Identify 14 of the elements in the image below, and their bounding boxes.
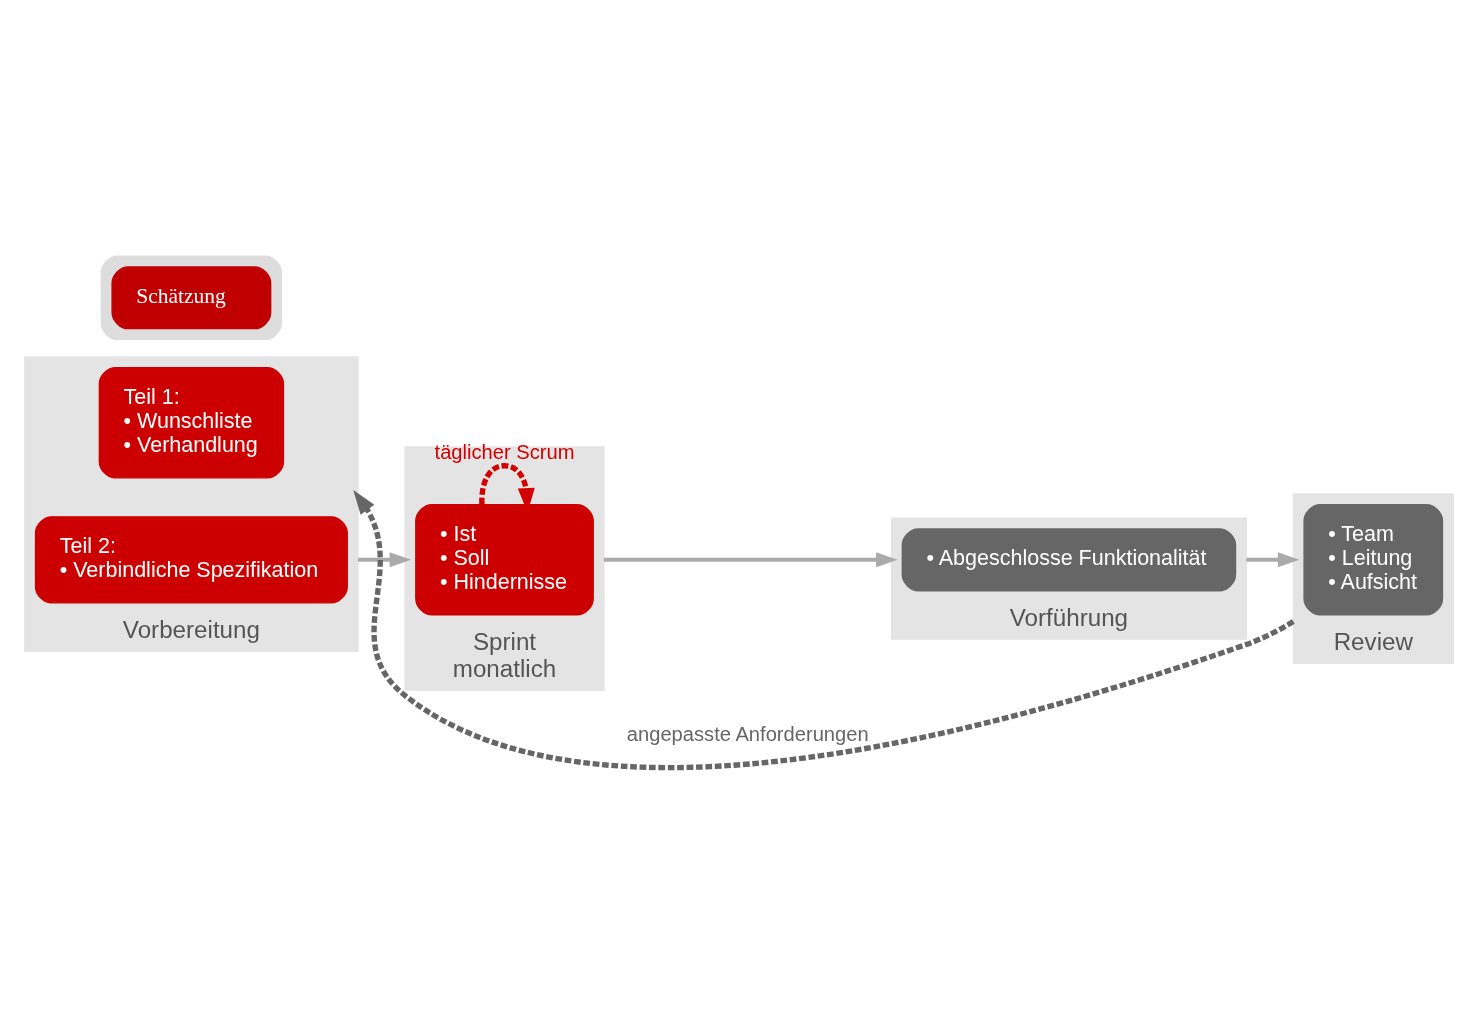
arrow (358, 552, 412, 568)
arrow (603, 552, 898, 568)
arrow (353, 490, 1295, 771)
node-box: Teil 2: • Verbindliche Spezifikation (34, 516, 348, 604)
node-box: Schätzung (111, 266, 272, 330)
edge-label: angepasste Anforderungen (626, 723, 869, 746)
node-box: • Abgeschlosse Funktionalität (901, 528, 1237, 592)
edge-label: täglicher Scrum (434, 441, 575, 464)
node-box: • Team • Leitung • Aufsicht (1303, 504, 1444, 616)
node-box: • Ist • Soll • Hindernisse (415, 504, 594, 616)
node-box: Teil 1: • Wunschliste • Verhandlung (98, 367, 285, 479)
arrow (1246, 552, 1300, 568)
arrow (479, 463, 535, 513)
cluster (100, 255, 283, 341)
